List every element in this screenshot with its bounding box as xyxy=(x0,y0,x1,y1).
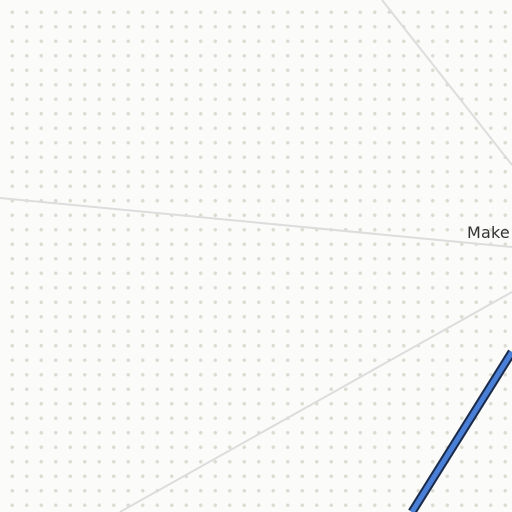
minor-road-horizontal xyxy=(0,197,512,248)
route-line xyxy=(409,350,512,512)
minor-road-diagonal-bottom xyxy=(119,291,512,512)
street-label: Make xyxy=(467,223,510,242)
minor-road-diagonal-top xyxy=(381,0,512,166)
